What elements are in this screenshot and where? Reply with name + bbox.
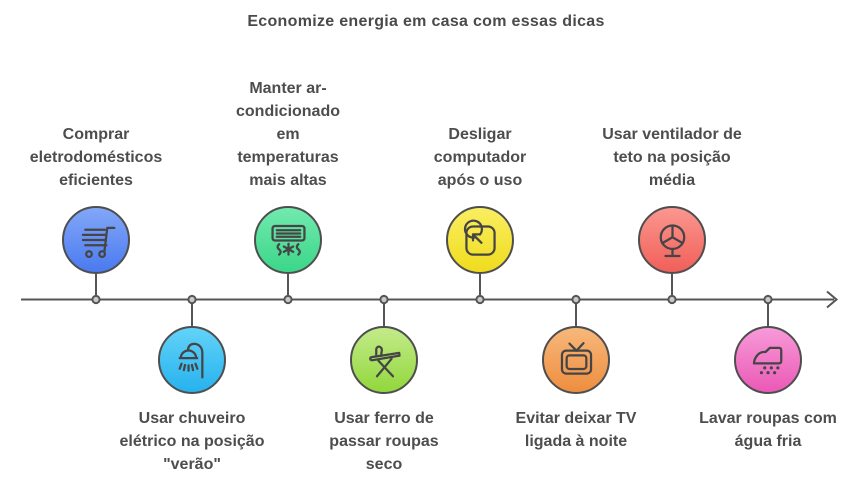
timeline-node [379, 294, 389, 305]
air-conditioner-icon [270, 224, 306, 256]
clothes-iron-icon [752, 346, 782, 374]
timeline-node [667, 294, 677, 305]
page-title: Economize energia em casa com essas dica… [247, 13, 605, 30]
step-circle-appliances [62, 206, 130, 274]
step-label-appliances: Comprar eletrodomésticos eficientes [29, 126, 163, 189]
timeline-node [187, 294, 197, 305]
step-label-air-conditioner: Manter ar-condicionado em temperaturas m… [236, 80, 340, 189]
step-label-shower: Usar chuveiro elétrico na posição "verão… [119, 410, 265, 473]
step-label-ceiling-fan: Usar ventilador de teto na posição média [602, 126, 742, 189]
timeline-node [91, 294, 101, 305]
shopping-cart-icon [81, 226, 115, 258]
step-circle-ceiling-fan [638, 206, 706, 274]
step-circle-power-off [446, 206, 514, 274]
step-circle-air-conditioner [254, 206, 322, 274]
timeline-node [283, 294, 293, 305]
step-circle-clothes-iron [734, 326, 802, 394]
step-label-clothes-iron: Lavar roupas com água fria [699, 410, 837, 450]
step-label-power-off: Desligar computador após o uso [433, 126, 527, 189]
shower-icon [178, 342, 203, 378]
timeline-node [475, 294, 485, 305]
power-off-icon [463, 219, 496, 256]
step-circle-tv [542, 326, 610, 394]
ceiling-fan-icon [659, 223, 685, 257]
step-label-tv: Evitar deixar TV ligada à noite [515, 410, 637, 450]
arrow-right-icon [826, 290, 839, 309]
tv-icon [560, 341, 592, 375]
timeline-node [571, 294, 581, 305]
ironing-board-icon [368, 345, 401, 377]
step-label-ironing-board: Usar ferro de passar roupas seco [329, 410, 439, 473]
step-circle-ironing-board [350, 326, 418, 394]
step-circle-shower [158, 326, 226, 394]
timeline-node [763, 294, 773, 305]
